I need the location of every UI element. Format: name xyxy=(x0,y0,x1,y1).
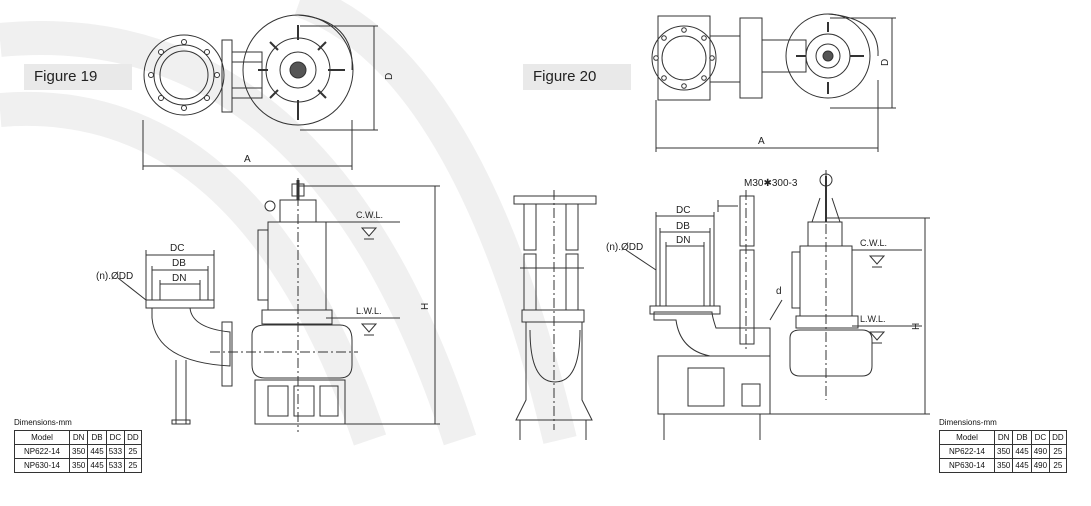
table-cell: 350 xyxy=(68,444,89,459)
label-DN-fig19: DN xyxy=(172,273,186,284)
figure-20-label: Figure 20 xyxy=(523,64,631,90)
table-header-row: Model DN DB DC DD xyxy=(14,430,142,445)
table-cell: 25 xyxy=(124,458,142,473)
figure20-front-view xyxy=(513,190,597,440)
table-cell: NP630-14 xyxy=(14,458,70,473)
label-D-fig20: D xyxy=(880,59,891,66)
table-cell: 25 xyxy=(124,444,142,459)
table-cell: 445 xyxy=(1012,458,1032,473)
label-H-fig20: H xyxy=(911,323,922,330)
table-header-cell: DB xyxy=(87,430,107,445)
label-nDD-fig20: (n).ØDD xyxy=(606,242,643,253)
watermark-arcs xyxy=(0,0,577,446)
table-header-cell: DN xyxy=(993,430,1014,445)
table-cell: 445 xyxy=(1012,444,1032,459)
table-header-row: Model DN DB DC DD xyxy=(939,430,1067,445)
table-header-cell: DC xyxy=(105,430,126,445)
table-cell: 533 xyxy=(105,444,126,459)
table-cell: NP622-14 xyxy=(14,444,70,459)
label-D-fig19: D xyxy=(384,73,395,80)
table-cell: 25 xyxy=(1049,458,1067,473)
table-cell: 350 xyxy=(68,458,89,473)
label-DN-fig20: DN xyxy=(676,235,690,246)
label-DC-fig19: DC xyxy=(170,243,184,254)
label-lwl-fig19: L.W.L. xyxy=(356,306,382,316)
label-H-fig19: H xyxy=(420,303,431,310)
figure19-top-view xyxy=(142,14,378,170)
label-nDD-fig19: (n).ØDD xyxy=(96,271,133,282)
label-DB-fig20: DB xyxy=(676,221,690,232)
dimensions-title-left: Dimensions-mm xyxy=(14,418,72,427)
table-cell: 490 xyxy=(1030,458,1051,473)
table-header-cell: DD xyxy=(1049,430,1067,445)
figure20-top-view xyxy=(651,13,896,152)
label-cwl-fig20: C.W.L. xyxy=(860,238,887,248)
label-DC-fig20: DC xyxy=(676,205,690,216)
table-row: NP622-14 350 445 533 25 xyxy=(14,444,142,459)
label-A-fig19: A xyxy=(244,154,251,165)
label-bolt-fig20: M30✱300-3 xyxy=(744,178,798,189)
table-row: NP622-14 350 445 490 25 xyxy=(939,444,1067,459)
table-header-cell: DB xyxy=(1012,430,1032,445)
dimensions-table-right: Model DN DB DC DD NP622-14 350 445 490 2… xyxy=(939,430,1067,473)
dimensions-title-right: Dimensions-mm xyxy=(939,418,997,427)
label-DB-fig19: DB xyxy=(172,258,186,269)
table-header-cell: DD xyxy=(124,430,142,445)
label-d-fig20: d xyxy=(776,286,782,297)
table-header-cell: DC xyxy=(1030,430,1051,445)
table-cell: 445 xyxy=(87,444,107,459)
table-row: NP630-14 350 445 533 25 xyxy=(14,458,142,473)
table-header-cell: DN xyxy=(68,430,89,445)
figure-19-label: Figure 19 xyxy=(24,64,132,90)
table-cell: NP622-14 xyxy=(939,444,995,459)
water-level-symbols-fig19 xyxy=(360,227,378,336)
table-cell: 25 xyxy=(1049,444,1067,459)
figure20-side-view xyxy=(625,170,930,440)
label-cwl-fig19: C.W.L. xyxy=(356,210,383,220)
table-cell: 490 xyxy=(1030,444,1051,459)
table-cell: 445 xyxy=(87,458,107,473)
label-A-fig20: A xyxy=(758,136,765,147)
dimensions-table-left: Model DN DB DC DD NP622-14 350 445 533 2… xyxy=(14,430,142,473)
table-header-cell: Model xyxy=(14,430,70,445)
figure19-side-view xyxy=(117,178,440,432)
label-lwl-fig20: L.W.L. xyxy=(860,314,886,324)
table-cell: NP630-14 xyxy=(939,458,995,473)
water-level-symbols-fig20 xyxy=(868,255,886,344)
table-cell: 533 xyxy=(105,458,126,473)
table-cell: 350 xyxy=(993,444,1014,459)
table-cell: 350 xyxy=(993,458,1014,473)
table-row: NP630-14 350 445 490 25 xyxy=(939,458,1067,473)
table-header-cell: Model xyxy=(939,430,995,445)
